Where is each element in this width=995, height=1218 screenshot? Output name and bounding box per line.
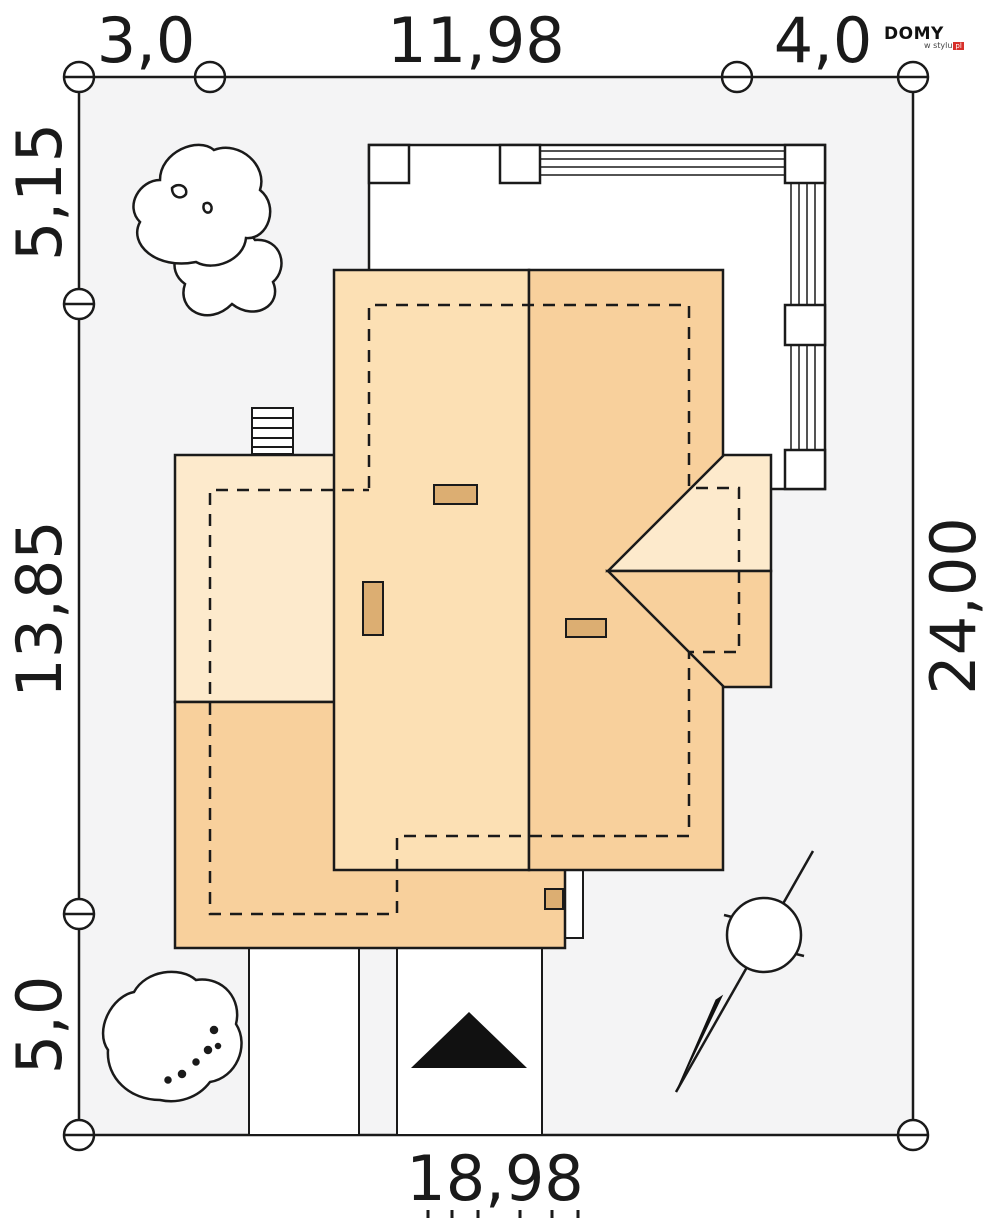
bottom-edge-marks: [426, 1210, 580, 1218]
dim-top-left: 3,0: [97, 4, 196, 77]
brand-tag: pl: [953, 42, 964, 50]
grid-node-ticks: [64, 75, 928, 1137]
roof-dormer-lower: [604, 569, 773, 689]
house-roof: [173, 268, 773, 950]
chimney-4: [544, 888, 564, 910]
dim-left-middle: 13,85: [3, 520, 76, 698]
side-stairs: [251, 407, 294, 455]
brand-sub-text: w stylu: [924, 41, 953, 50]
dim-left-top: 5,15: [3, 123, 76, 261]
brand-name: DOMY: [884, 24, 944, 44]
dim-top-right: 4,0: [774, 4, 873, 77]
tree-icon: [101, 970, 243, 1103]
chimney-2: [362, 581, 384, 636]
roof-main-left: [332, 268, 531, 872]
terrace-railing: [540, 150, 816, 450]
tree-icon: [132, 143, 283, 317]
chimneys: [362, 484, 607, 910]
chimney-3: [565, 618, 607, 638]
dim-left-bottom: 5,0: [3, 976, 76, 1075]
wall-outline-dashed: [208, 303, 741, 916]
dim-bottom: 18,98: [406, 1142, 584, 1215]
entrance-arrow-icon: [411, 1012, 527, 1068]
compass-icon: [674, 850, 815, 1093]
roof-left-upper: [173, 453, 337, 704]
chimney-1: [433, 484, 478, 505]
dim-top-center: 11,98: [387, 4, 565, 77]
dim-right: 24,00: [917, 517, 990, 695]
